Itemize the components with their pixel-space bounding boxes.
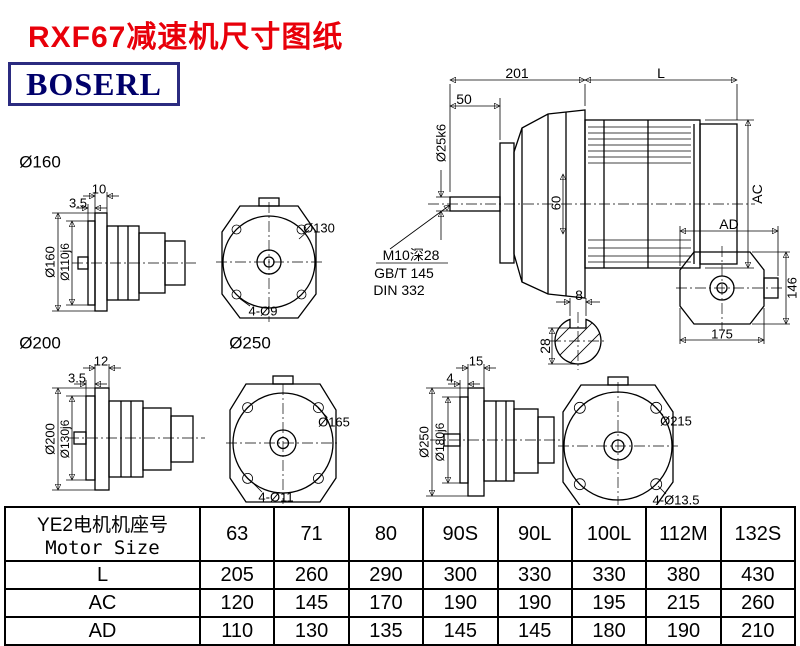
note-tapped-hole: M10深28 — [382, 247, 440, 263]
table-cell: 190 — [496, 588, 573, 618]
row-label: AC — [4, 588, 201, 618]
flange160-pilot-depth: 3.5 — [68, 195, 88, 211]
table-cell: 110 — [198, 616, 276, 646]
table-row-L: L 205 260 290 300 330 330 380 430 — [4, 560, 797, 590]
table-row-AD: AD 110 130 135 145 145 180 190 210 — [4, 616, 797, 646]
table-cell: 180 — [570, 616, 648, 646]
table-header-label: YE2电机机座号 Motor Size — [4, 506, 201, 562]
brand-logo-text: BOSERL — [26, 65, 162, 102]
table-cell: 210 — [719, 616, 797, 646]
dim-motor-diameter: AC — [749, 184, 765, 204]
flange160-thickness: 10 — [91, 181, 107, 197]
note-standard-din: DIN 332 — [373, 282, 425, 298]
note-standard-gbt: GB/T 145 — [374, 265, 434, 281]
dim-shaft-protrusion: 50 — [456, 91, 472, 107]
flange200-holes: 4-Ø11 — [258, 489, 294, 505]
table-header-row: YE2电机机座号 Motor Size 63 71 80 90S 90L 100… — [4, 506, 797, 562]
table-cell: 300 — [422, 560, 499, 590]
table-cell: 430 — [719, 560, 797, 590]
table-cell: 63 — [198, 506, 276, 562]
flange250-side-view-drawing — [426, 364, 560, 497]
row-label: L — [4, 560, 201, 590]
keyway-section-drawing — [548, 298, 606, 370]
table-cell: 112M — [645, 506, 722, 562]
flange200-title: Ø200 — [19, 333, 61, 353]
table-cell: 90L — [496, 506, 573, 562]
keyway-width: 8 — [575, 287, 583, 303]
table-cell: 100L — [570, 506, 648, 562]
table-cell: 170 — [347, 588, 425, 618]
flange160-pilot: Ø110j6 — [58, 243, 72, 281]
page-title: RXF67减速机尺寸图纸 — [28, 21, 344, 54]
dim-175: 175 — [711, 326, 733, 342]
dim-gearbox-length: 201 — [505, 65, 529, 81]
table-cell: 145 — [496, 616, 573, 646]
table-cell: 90S — [422, 506, 499, 562]
dim-hub-height: 60 — [548, 195, 564, 211]
flange160-bolt-circle: Ø130 — [303, 220, 335, 236]
flange160-side-view-drawing — [52, 192, 196, 312]
motor-size-label-cn: YE2电机机座号 — [37, 514, 168, 536]
table-cell: 380 — [645, 560, 722, 590]
flange200-bolt-circle: Ø165 — [318, 414, 350, 430]
table-cell: 135 — [347, 616, 425, 646]
flange250-title: Ø250 — [229, 333, 271, 353]
table-cell: 190 — [422, 588, 499, 618]
motor-flange-side-view-drawing — [676, 226, 790, 344]
table-cell: 120 — [198, 588, 276, 618]
table-cell: 205 — [198, 560, 276, 590]
table-cell: 260 — [719, 588, 797, 618]
flange200-side-view-drawing — [52, 364, 205, 491]
flange250-pilot: Ø180j6 — [433, 422, 447, 462]
dim-146: 146 — [784, 277, 800, 299]
flange160-od: Ø160 — [42, 246, 58, 278]
dimension-table: YE2电机机座号 Motor Size 63 71 80 90S 90L 100… — [4, 506, 797, 646]
flange250-front-view-drawing — [558, 376, 678, 505]
dim-motor-length: L — [657, 65, 665, 81]
flange250-holes: 4-Ø13.5 — [652, 492, 700, 508]
flange250-thickness: 15 — [468, 353, 484, 369]
flange160-holes: 4-Ø9 — [248, 303, 278, 319]
table-cell: 215 — [645, 588, 722, 618]
flange160-title: Ø160 — [19, 152, 61, 172]
dim-ad: AD — [719, 216, 739, 232]
flange160-front-view-drawing — [216, 197, 322, 322]
table-cell: 71 — [273, 506, 350, 562]
dim-shaft-diameter: Ø25k6 — [433, 123, 449, 163]
assembly-view-drawing — [376, 80, 755, 299]
row-label: AD — [4, 616, 201, 646]
technical-drawings — [52, 0, 790, 505]
table-cell: 260 — [273, 560, 350, 590]
flange250-pilot-depth: 4 — [446, 370, 454, 386]
table-cell: 132S — [719, 506, 797, 562]
table-cell: 195 — [570, 588, 648, 618]
flange200-thickness: 12 — [93, 353, 109, 369]
table-cell: 80 — [347, 506, 425, 562]
table-cell: 145 — [422, 616, 499, 646]
table-cell: 130 — [273, 616, 350, 646]
table-cell: 330 — [570, 560, 648, 590]
table-cell: 330 — [496, 560, 573, 590]
flange200-pilot-depth: 3.5 — [67, 370, 87, 386]
table-cell: 145 — [273, 588, 350, 618]
table-cell: 290 — [347, 560, 425, 590]
table-row-AC: AC 120 145 170 190 190 195 215 260 — [4, 588, 797, 618]
flange250-od: Ø250 — [416, 426, 432, 458]
keyway-depth: 28 — [537, 338, 553, 354]
motor-size-label-en: Motor Size — [45, 536, 160, 559]
flange200-front-view-drawing — [226, 375, 340, 504]
flange250-bolt-circle: Ø215 — [660, 413, 692, 429]
brand-logo: BOSERL — [8, 62, 180, 106]
flange200-pilot: Ø130j6 — [58, 419, 72, 459]
table-cell: 190 — [645, 616, 722, 646]
flange200-od: Ø200 — [42, 423, 58, 455]
